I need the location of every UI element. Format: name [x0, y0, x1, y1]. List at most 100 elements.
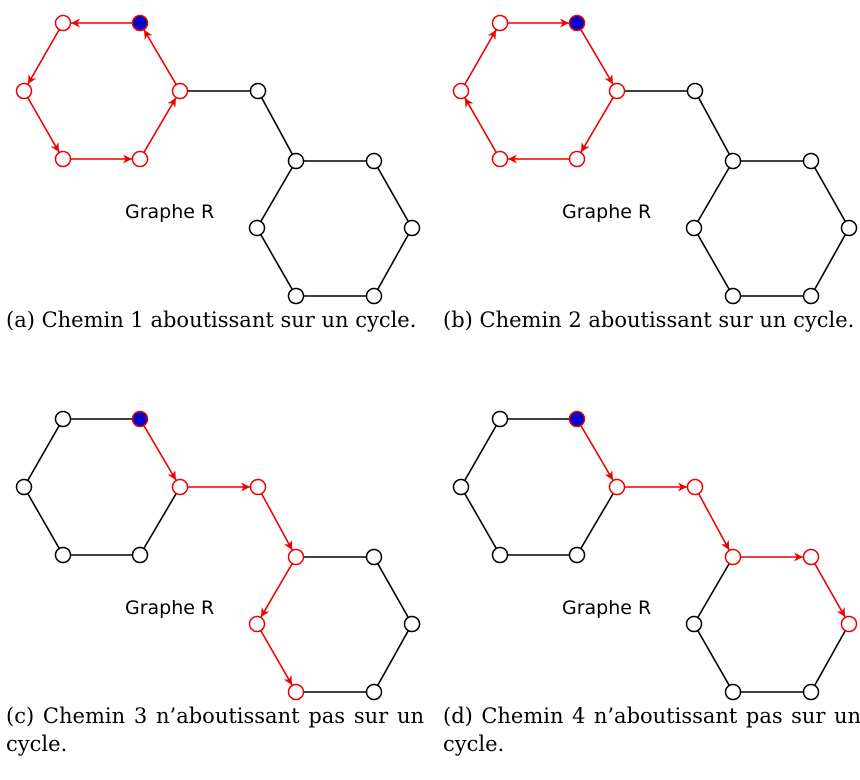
edge-m1-m2 [373, 160, 413, 229]
node-m0 [724, 548, 742, 566]
panel-d: Graphe R (d) Chemin 4 n’aboutissant pas … [437, 396, 860, 780]
path-arrow-n3-n2 [143, 97, 177, 153]
node-m3 [802, 683, 820, 701]
node-n3 [568, 150, 586, 168]
node-m4 [724, 683, 742, 701]
edge-n5-n0 [23, 418, 64, 488]
node-m2 [840, 615, 858, 633]
start-node [568, 410, 586, 428]
node-n0 [491, 410, 509, 428]
graph-label: Graphe R [562, 201, 651, 223]
node-m4 [287, 287, 305, 305]
path-arrow-n1-n2 [580, 29, 614, 85]
path-arrow-n2-n1 [143, 29, 177, 85]
node-n0 [491, 14, 509, 32]
node-n0 [54, 14, 72, 32]
node-n3 [131, 546, 149, 564]
node-m4 [287, 683, 305, 701]
node-m1 [802, 548, 820, 566]
edge-m2-m3 [810, 227, 850, 297]
node-m4 [724, 287, 742, 305]
node-m5 [685, 219, 703, 237]
node-m0 [287, 152, 305, 170]
panel-c: Graphe R (c) Chemin 3 n’aboutissant pas … [0, 396, 430, 780]
edge-n5-n0 [460, 418, 501, 488]
edge-m5-m0 [693, 160, 734, 229]
node-n5 [452, 478, 470, 496]
node-b0 [249, 478, 267, 496]
path-arrow-n0-n5 [27, 29, 60, 85]
node-n4 [54, 546, 72, 564]
node-n2 [171, 478, 189, 496]
caption-c: (c) Chemin 3 n’aboutissant pas sur un cy… [6, 704, 424, 756]
node-n5 [15, 478, 33, 496]
edge-m5-m0 [256, 160, 297, 229]
node-m2 [403, 219, 421, 237]
start-node [131, 14, 149, 32]
edge-b0-m0 [694, 90, 734, 162]
graph-label: Graphe R [125, 597, 214, 619]
node-m3 [365, 287, 383, 305]
node-m5 [685, 615, 703, 633]
edge-m2-m3 [373, 227, 413, 297]
graph-diagram-a: Graphe R [15, 14, 421, 305]
node-b0 [686, 478, 704, 496]
node-n0 [54, 410, 72, 428]
panel-a: Graphe R (a) Chemin 1 aboutissant sur un… [0, 0, 430, 384]
node-n4 [491, 150, 509, 168]
caption-b: (b) Chemin 2 aboutissant sur un cycle. [443, 308, 855, 332]
edge-m2-m3 [373, 623, 413, 693]
graph-label: Graphe R [562, 597, 651, 619]
edge-n4-n5 [460, 486, 501, 556]
node-n2 [171, 82, 189, 100]
path-arrow-m0-m5 [260, 563, 293, 618]
edge-m4-m5 [256, 227, 297, 297]
node-b0 [249, 82, 267, 100]
path-arrow-n5-n0 [464, 29, 497, 85]
edge-m4-m5 [693, 623, 734, 693]
path-arrow-n1-n2 [580, 425, 614, 481]
node-n2 [608, 478, 626, 496]
node-m1 [802, 152, 820, 170]
node-m0 [724, 152, 742, 170]
caption-d: (d) Chemin 4 n’aboutissant pas sur un cy… [443, 704, 860, 756]
path-arrow-m5-m4 [260, 630, 293, 686]
node-m1 [365, 548, 383, 566]
edge-m5-m0 [693, 556, 734, 625]
path-arrow-b0-m0 [260, 493, 293, 551]
node-m5 [248, 219, 266, 237]
node-n5 [452, 82, 470, 100]
node-b0 [686, 82, 704, 100]
graph-diagram-c: Graphe R [15, 410, 421, 701]
node-m5 [248, 615, 266, 633]
edge-m1-m2 [810, 160, 850, 229]
edge-m2-m3 [810, 623, 850, 693]
edge-n4-n5 [23, 486, 64, 556]
caption-a: (a) Chemin 1 aboutissant sur un cycle. [6, 308, 417, 332]
node-m0 [287, 548, 305, 566]
graph-diagram-d: Graphe R [452, 410, 858, 701]
edge-n2-n3 [576, 486, 618, 556]
path-arrow-n5-n4 [27, 97, 60, 153]
graph-diagram-b: Graphe R [452, 14, 858, 305]
node-n4 [491, 546, 509, 564]
start-node [131, 410, 149, 428]
graph-label: Graphe R [125, 201, 214, 223]
node-m2 [403, 615, 421, 633]
path-arrow-n2-n3 [580, 97, 614, 153]
node-m3 [365, 683, 383, 701]
edge-m4-m5 [693, 227, 734, 297]
path-arrow-n1-n2 [143, 425, 177, 481]
edge-n2-n3 [139, 486, 181, 556]
node-n3 [131, 150, 149, 168]
node-n5 [15, 82, 33, 100]
path-arrow-b0-m0 [697, 493, 730, 551]
path-arrow-m1-m2 [814, 563, 846, 618]
node-n2 [608, 82, 626, 100]
edge-b0-m0 [257, 90, 297, 162]
node-m2 [840, 219, 858, 237]
node-m1 [365, 152, 383, 170]
edge-m1-m2 [373, 556, 413, 625]
node-m3 [802, 287, 820, 305]
node-n4 [54, 150, 72, 168]
